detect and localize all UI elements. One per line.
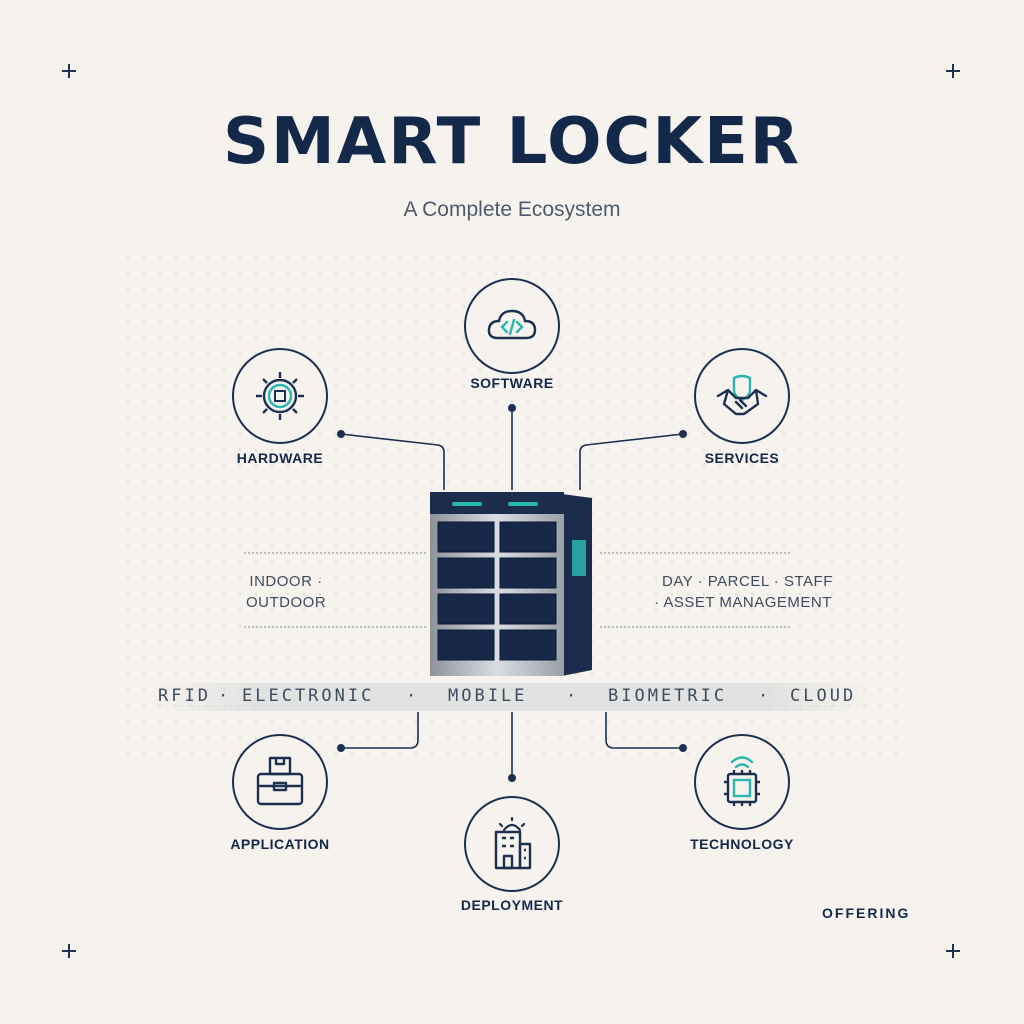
connector-dot-application [337, 744, 345, 752]
tech-separator-2: · [406, 686, 420, 706]
page-title: SMART LOCKER [222, 105, 802, 179]
tech-biometric: BIOMETRIC [608, 686, 728, 706]
node-hardware [232, 348, 328, 444]
tech-separator-1: · [218, 686, 232, 706]
corner-crosshair-top-right [946, 64, 960, 78]
technology-band [150, 683, 875, 711]
guide-line-left-bottom [244, 626, 426, 628]
node-application [232, 734, 328, 830]
building-icon [494, 816, 532, 870]
label-hardware: HARDWARE [236, 450, 324, 466]
node-services [694, 348, 790, 444]
tech-separator-4: · [758, 686, 772, 706]
parcel-briefcase-icon [256, 756, 304, 806]
environment-line-1: INDOOR · [249, 573, 323, 590]
corner-crosshair-bottom-left [62, 944, 76, 958]
guide-line-right-top [600, 552, 790, 554]
tech-mobile: MOBILE [448, 686, 528, 706]
cloud-code-icon [487, 309, 537, 340]
tech-cloud: CLOUD [790, 686, 857, 706]
page-subtitle: A Complete Ecosystem [403, 198, 621, 221]
connector-dot-software [508, 404, 516, 412]
use-case-line-1: DAY · PARCEL · STAFF [662, 573, 833, 590]
wireless-chip-icon [724, 756, 760, 806]
guide-line-right-bottom [600, 626, 790, 628]
connector-application [341, 712, 419, 749]
label-services: SERVICES [704, 450, 780, 466]
node-technology [694, 734, 790, 830]
label-software: SOFTWARE [470, 375, 554, 391]
handshake-shield-icon [716, 374, 768, 416]
connector-dot-technology [679, 744, 687, 752]
corner-crosshair-top-left [62, 64, 76, 78]
label-technology: TECHNOLOGY [690, 836, 794, 852]
connector-dot-services [679, 430, 687, 438]
guide-line-left-top [244, 552, 426, 554]
offering-label: OFFERING [822, 905, 911, 921]
node-software [464, 278, 560, 374]
use-case-label: DAY · PARCEL · STAFF · ASSET MANAGEMENT [654, 571, 854, 613]
connector-technology [605, 712, 683, 749]
environment-line-2: OUTDOOR [246, 594, 327, 611]
node-deployment [464, 796, 560, 892]
corner-crosshair-bottom-right [946, 944, 960, 958]
gear-chip-icon [256, 372, 304, 420]
connector-dot-deployment [508, 774, 516, 782]
tech-electronic: ELECTRONIC [242, 686, 375, 706]
connector-dot-hardware [337, 430, 345, 438]
use-case-line-2: · ASSET MANAGEMENT [654, 594, 832, 611]
connector-hardware [340, 433, 445, 490]
label-deployment: DEPLOYMENT [460, 897, 564, 913]
environment-label: INDOOR · OUTDOOR [246, 571, 326, 613]
label-application: APPLICATION [230, 836, 330, 852]
connector-services [579, 433, 684, 490]
tech-separator-3: · [566, 686, 580, 706]
smart-locker-illustration [430, 492, 592, 676]
tech-rfid: RFID [158, 686, 211, 706]
